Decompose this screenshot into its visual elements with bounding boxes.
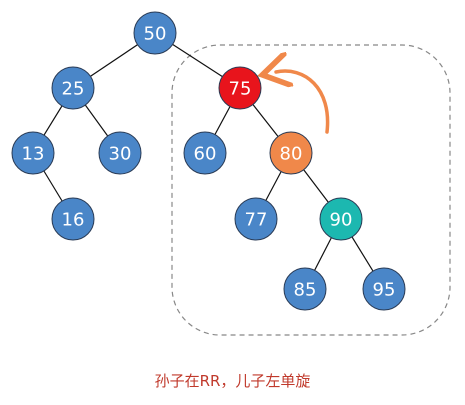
diagram-caption: 孙子在RR，儿子左单旋 <box>154 372 311 390</box>
rotation-arrow-icon <box>276 71 330 134</box>
rotation-subtree-box <box>171 44 451 336</box>
tree-node-90: 90 <box>319 197 363 241</box>
tree-node-75: 75 <box>218 66 262 110</box>
node-label: 90 <box>330 210 353 231</box>
tree-node-85: 85 <box>283 267 327 311</box>
node-circle <box>319 197 363 241</box>
node-circle <box>183 131 227 175</box>
tree-node-13: 13 <box>11 131 55 175</box>
node-circle <box>51 197 95 241</box>
node-label: 77 <box>245 210 268 231</box>
node-circle <box>133 11 177 55</box>
tree-node-50: 50 <box>133 11 177 55</box>
node-label: 60 <box>194 144 217 165</box>
node-label: 95 <box>373 280 396 301</box>
node-circle <box>98 131 142 175</box>
tree-node-60: 60 <box>183 131 227 175</box>
node-circle <box>218 66 262 110</box>
tree-node-16: 16 <box>51 197 95 241</box>
tree-nodes: 50 25 75 13 30 60 80 16 77 90 85 95 <box>11 11 406 311</box>
node-circle <box>283 267 327 311</box>
node-circle <box>362 267 406 311</box>
node-label: 13 <box>22 144 45 165</box>
node-label: 16 <box>62 210 85 231</box>
node-label: 75 <box>229 79 252 100</box>
node-label: 85 <box>294 280 317 301</box>
tree-node-30: 30 <box>98 131 142 175</box>
tree-node-95: 95 <box>362 267 406 311</box>
tree-node-77: 77 <box>234 197 278 241</box>
node-circle <box>234 197 278 241</box>
node-label: 80 <box>280 144 303 165</box>
tree-node-25: 25 <box>51 66 95 110</box>
tree-node-80: 80 <box>269 131 313 175</box>
node-circle <box>11 131 55 175</box>
node-label: 30 <box>109 144 132 165</box>
node-circle <box>269 131 313 175</box>
node-label: 50 <box>144 24 167 45</box>
node-circle <box>51 66 95 110</box>
node-label: 25 <box>62 79 85 100</box>
